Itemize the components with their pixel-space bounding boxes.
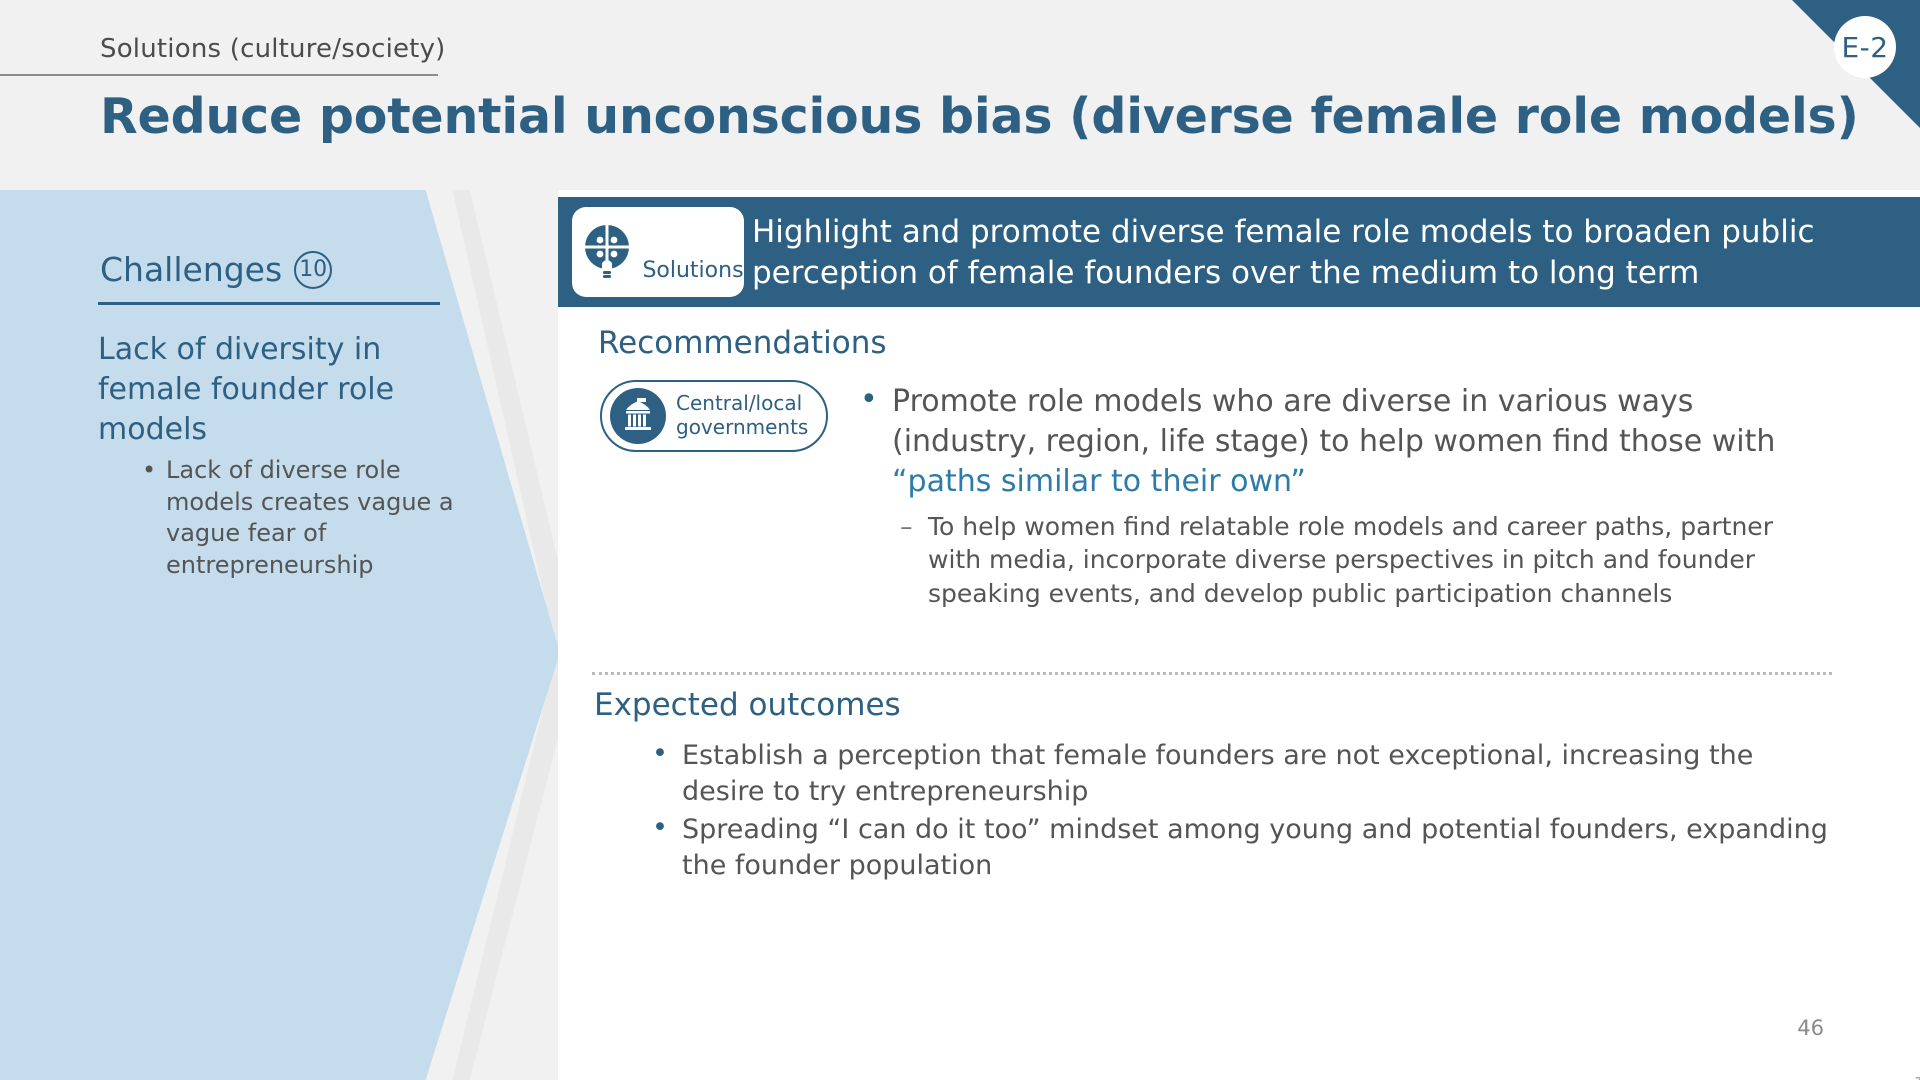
list-item: – To help women find relatable role mode…	[892, 510, 1812, 611]
challenges-heading-label: Challenges	[100, 250, 283, 289]
solutions-chip-label: Solutions	[642, 258, 744, 283]
bullet-dot-icon: •	[860, 382, 878, 417]
dash-bullet-icon: –	[900, 511, 913, 541]
slide-header: Solutions (culture/society) Reduce poten…	[0, 0, 1920, 190]
slide-code-badge: E-2	[1834, 16, 1896, 78]
challenges-count-badge: 10	[294, 250, 333, 289]
bullet-dot-icon: •	[652, 811, 668, 843]
kicker-divider	[0, 74, 438, 76]
challenges-divider	[98, 302, 440, 305]
expected-outcomes-list: • Establish a perception that female fou…	[648, 738, 1838, 886]
recommendation-highlight: “paths similar to their own”	[892, 463, 1306, 499]
list-item: • Establish a perception that female fou…	[648, 738, 1838, 810]
recommendation-text: Promote role models who are diverse in v…	[892, 384, 1776, 459]
challenge-bullet-list: • Lack of diverse role models creates va…	[140, 455, 456, 588]
copyright-notice: Copyright © 2026 by MPower Partners. All…	[1914, 1071, 1920, 1080]
list-item: • Promote role models who are diverse in…	[860, 382, 1820, 611]
bullet-dot-icon: •	[652, 738, 668, 769]
list-item-text: Lack of diverse role models creates vagu…	[166, 456, 454, 580]
page-number: 46	[1797, 1016, 1824, 1040]
page-title: Reduce potential unconscious bias (diver…	[100, 88, 1859, 145]
list-item-text: Spreading “I can do it too” mindset amon…	[682, 813, 1828, 881]
content-card	[558, 190, 1920, 1080]
list-item: • Lack of diverse role models creates va…	[142, 455, 456, 582]
expected-outcomes-title: Expected outcomes	[594, 687, 901, 723]
government-building-icon	[610, 388, 666, 444]
solutions-chip: Solutions	[572, 207, 744, 297]
actor-pill-line1: Central/local	[676, 391, 803, 416]
section-kicker: Solutions (culture/society)	[100, 34, 446, 64]
section-divider	[592, 672, 1832, 675]
solutions-banner	[558, 197, 1920, 307]
actor-pill-label: Central/local governments	[676, 392, 808, 439]
actor-pill-central-local-governments: Central/local governments	[600, 380, 828, 452]
actor-pill-line2: governments	[676, 415, 809, 439]
solutions-banner-text: Highlight and promote diverse female rol…	[752, 214, 1815, 291]
challenge-title: Lack of diversity in female founder role…	[98, 332, 395, 447]
puzzle-lightbulb-icon	[576, 219, 638, 285]
bullet-dot-icon: •	[142, 456, 157, 484]
recommendation-sub-list: – To help women find relatable role mode…	[892, 510, 1812, 611]
list-item-text: Establish a perception that female found…	[682, 740, 1754, 807]
recommendations-title: Recommendations	[598, 325, 887, 361]
recommendation-bullet-list: • Promote role models who are diverse in…	[860, 382, 1820, 611]
list-item-text: To help women find relatable role models…	[928, 511, 1773, 609]
challenges-panel	[0, 190, 560, 1080]
list-item: • Spreading “I can do it too” mindset am…	[648, 812, 1838, 884]
challenges-heading: Challenges 10	[100, 250, 333, 289]
